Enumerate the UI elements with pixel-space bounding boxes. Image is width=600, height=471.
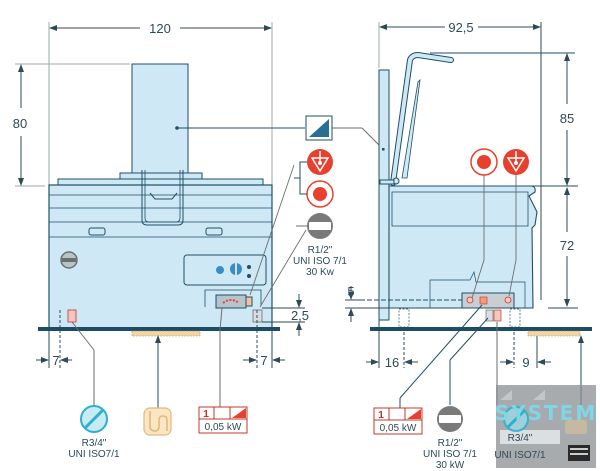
side-offset-dim: 5 [347,284,354,299]
side-lid-height-dim: 85 [560,111,574,126]
water-inlet-symbol-right [503,406,529,432]
front-flue-panel [131,63,189,175]
water-line2: UNI ISO7/1 [68,449,120,460]
power-left-phase: 1 [203,408,209,420]
equipotential-symbol-right [503,149,529,175]
front-view: 120 80 [13,21,309,408]
water-right-line2: UNI ISO7/1 [494,450,546,461]
power-rating-left: 1 0,05 kW [198,406,248,434]
clearance-dim: 2,5 [291,308,309,323]
gas-left-line1: R1/2" [308,245,333,256]
front-foot-left-dim: 7 [52,353,59,368]
side-body-height-dim: 72 [560,238,574,253]
equipotential-symbol-left [307,149,333,175]
water-inlet-symbol [80,405,108,433]
drain-siphon-symbol [143,407,172,436]
center-symbols: R1/2" UNI ISO 7/1 30 Kw [293,115,385,278]
gas-right-line2: UNI ISO 7/1 [423,449,477,460]
electric-box [215,294,247,309]
side-foot-left-dim: 16 [385,355,399,370]
side-floor [370,327,592,331]
power-rating-right: 1 0,05 kW [373,407,423,435]
water-line1: R3/4" [82,438,107,449]
water-right-line1: R3/4" [508,433,533,444]
control-panel [183,254,267,286]
side-view: 92,5 85 72 [345,20,592,410]
gas-symbol-left [307,213,333,239]
side-flue [378,69,390,321]
gas-left-line2: UNI ISO 7/1 [293,256,347,267]
electric-symbol-right [470,148,498,176]
side-foot-right-dim: 9 [522,355,529,370]
water-inlet-fitting [67,309,77,323]
front-width-dim: 120 [149,21,171,36]
power-right-value: 0,05 kW [380,423,417,434]
gas-right-line3: 30 kW [436,460,465,471]
drain-valve-knob [60,251,78,269]
front-drain-channel [131,330,201,337]
front-floor [38,327,280,331]
side-drain-channel [527,330,581,337]
gas-left-line3: 30 Kw [306,267,335,278]
gas-symbol-right [437,406,463,432]
front-height-dim: 80 [13,116,27,131]
gas-right-line1: R1/2" [438,438,463,449]
watermark: SYSTEM R3/4" UNI ISO7/1 [494,385,596,468]
flue-symbol [305,115,333,141]
side-legend: 1 0,05 kW R1/2" UNI ISO 7/1 30 kW SYSTEM… [373,385,596,471]
electric-symbol-left [306,180,334,208]
power-right-phase: 1 [378,409,384,421]
front-legend: R3/4" UNI ISO7/1 1 0,05 kW [68,405,248,460]
side-depth-dim: 92,5 [448,20,473,35]
power-left-value: 0,05 kW [205,422,242,433]
front-foot-right-dim: 7 [260,353,267,368]
pilot-light [216,266,224,274]
